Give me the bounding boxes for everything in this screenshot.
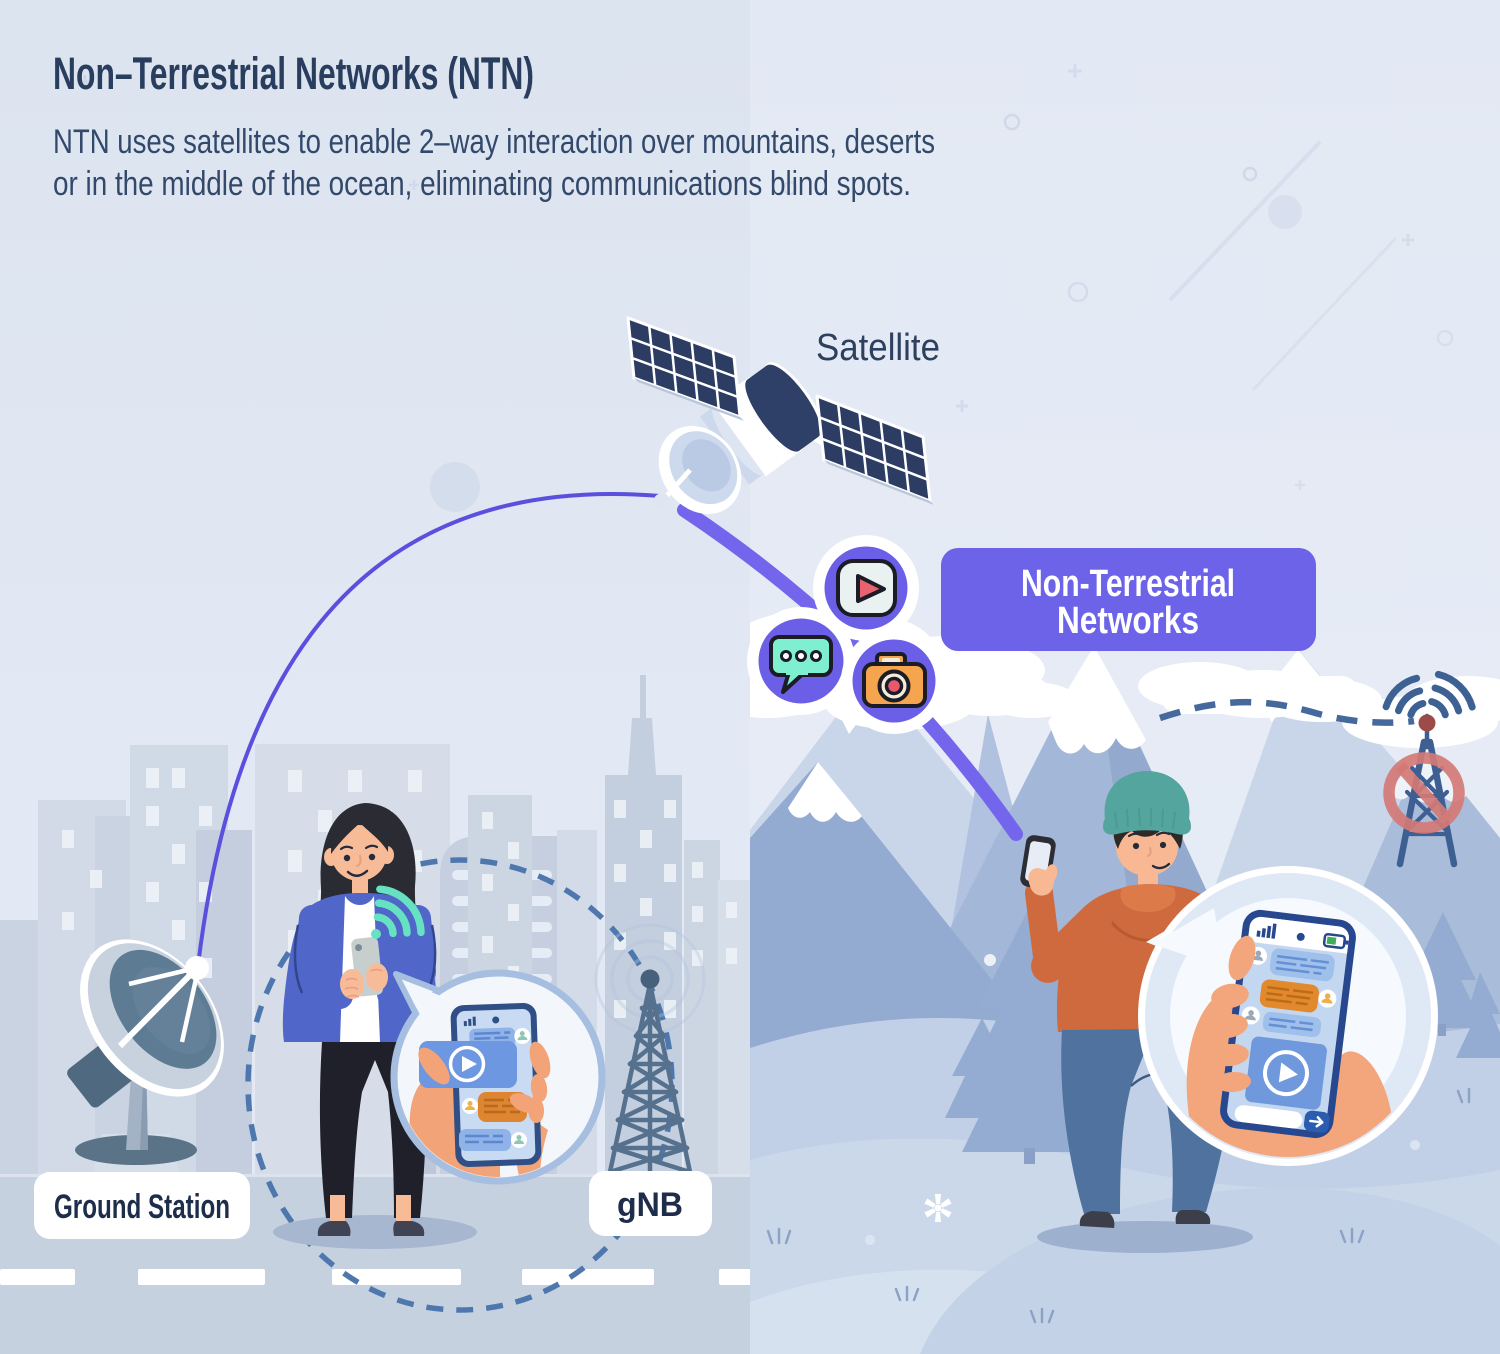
svg-text:gNB: gNB [617,1186,683,1224]
svg-text:NTN uses satellites to enable: NTN uses satellites to enable 2–way inte… [53,123,935,161]
svg-text:Non–Terrestrial Networks (NTN): Non–Terrestrial Networks (NTN) [53,48,534,99]
svg-text:Ground Station: Ground Station [54,1188,230,1226]
svg-text:or in the middle of the ocean,: or in the middle of the ocean, eliminati… [53,165,911,203]
svg-text:Non-Terrestrial: Non-Terrestrial [1021,563,1235,605]
svg-text:Satellite: Satellite [816,327,940,369]
svg-text:Networks: Networks [1057,600,1199,642]
